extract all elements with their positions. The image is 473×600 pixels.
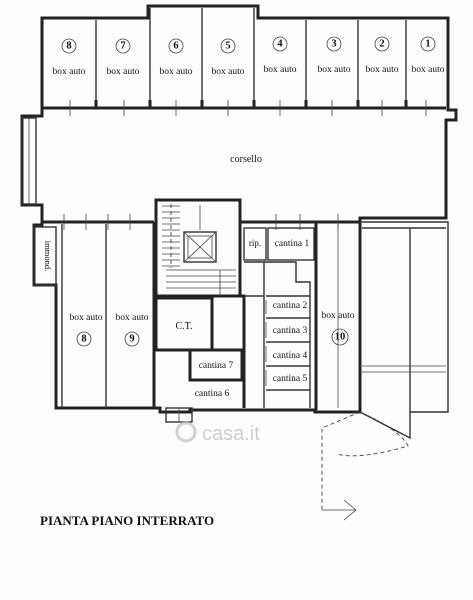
bottom-box-9-number: 9 (129, 334, 134, 345)
top-box-labels: 8 7 6 5 4 3 2 1 box auto box auto box au… (53, 36, 445, 77)
immond-room: immond. (33, 226, 57, 286)
central-spine (238, 222, 318, 410)
top-box-8-label: box auto (412, 65, 445, 75)
external-ramp (321, 221, 449, 521)
ct-room: C.T. (154, 296, 214, 352)
top-box-3-label: box auto (160, 67, 193, 77)
top-box-3-number: 6 (173, 41, 178, 52)
cantina-6-label: cantina 6 (195, 389, 230, 399)
top-box-4-label: box auto (212, 67, 245, 77)
cantina-5-label: cantina 5 (273, 374, 308, 384)
immond-label: immond. (43, 241, 53, 271)
top-box-5-number: 4 (277, 39, 283, 50)
bottom-garage-10: 10 box auto (322, 224, 355, 408)
cantine-2-5: cantina 2 cantina 3 cantina 4 cantina 5 (265, 295, 310, 391)
corridor-lower-wall (42, 214, 360, 230)
bottom-garages-left: 8 9 box auto box auto (61, 222, 156, 408)
top-box-5-label: box auto (264, 65, 297, 75)
entry-step (165, 407, 193, 423)
stair-lift-core (154, 198, 242, 298)
top-box-2-number: 7 (120, 41, 125, 52)
top-garage-row (42, 8, 446, 116)
top-box-6-label: box auto (318, 65, 351, 75)
top-box-7-number: 2 (379, 39, 384, 50)
bottom-box-9-label: box auto (116, 313, 149, 323)
watermark-text: casa.it (202, 423, 260, 445)
bottom-box-8-label: box auto (70, 313, 103, 323)
corridor-label: corsello (230, 154, 262, 165)
top-box-7-label: box auto (366, 65, 399, 75)
cantina-1-room: cantina 1 (267, 227, 315, 261)
top-box-8-number: 1 (425, 39, 430, 50)
top-box-6-number: 3 (331, 39, 336, 50)
left-bay (21, 117, 37, 205)
ct-label: C.T. (175, 321, 192, 332)
cantina-2-label: cantina 2 (273, 301, 308, 311)
top-box-4-number: 5 (225, 41, 230, 52)
cantina-1-label: cantina 1 (275, 239, 310, 249)
rip-room: rip. (243, 227, 267, 261)
rip-label: rip. (249, 238, 261, 248)
cantina-7-label: cantina 7 (199, 361, 234, 371)
top-box-2-label: box auto (107, 67, 140, 77)
top-box-1-number: 8 (66, 41, 71, 52)
bottom-box-10-number: 10 (335, 332, 346, 343)
bottom-box-8-number: 8 (81, 334, 86, 345)
cantina-7-room: cantina 7 (188, 348, 244, 382)
watermark: casa.it (175, 421, 260, 445)
cantina-4-label: cantina 4 (273, 351, 308, 361)
plan-title: PIANTA PIANO INTERRATO (40, 513, 214, 528)
bottom-box-10-label: box auto (322, 311, 355, 321)
cantina-3-label: cantina 3 (273, 326, 308, 336)
top-box-1-label: box auto (53, 67, 86, 77)
